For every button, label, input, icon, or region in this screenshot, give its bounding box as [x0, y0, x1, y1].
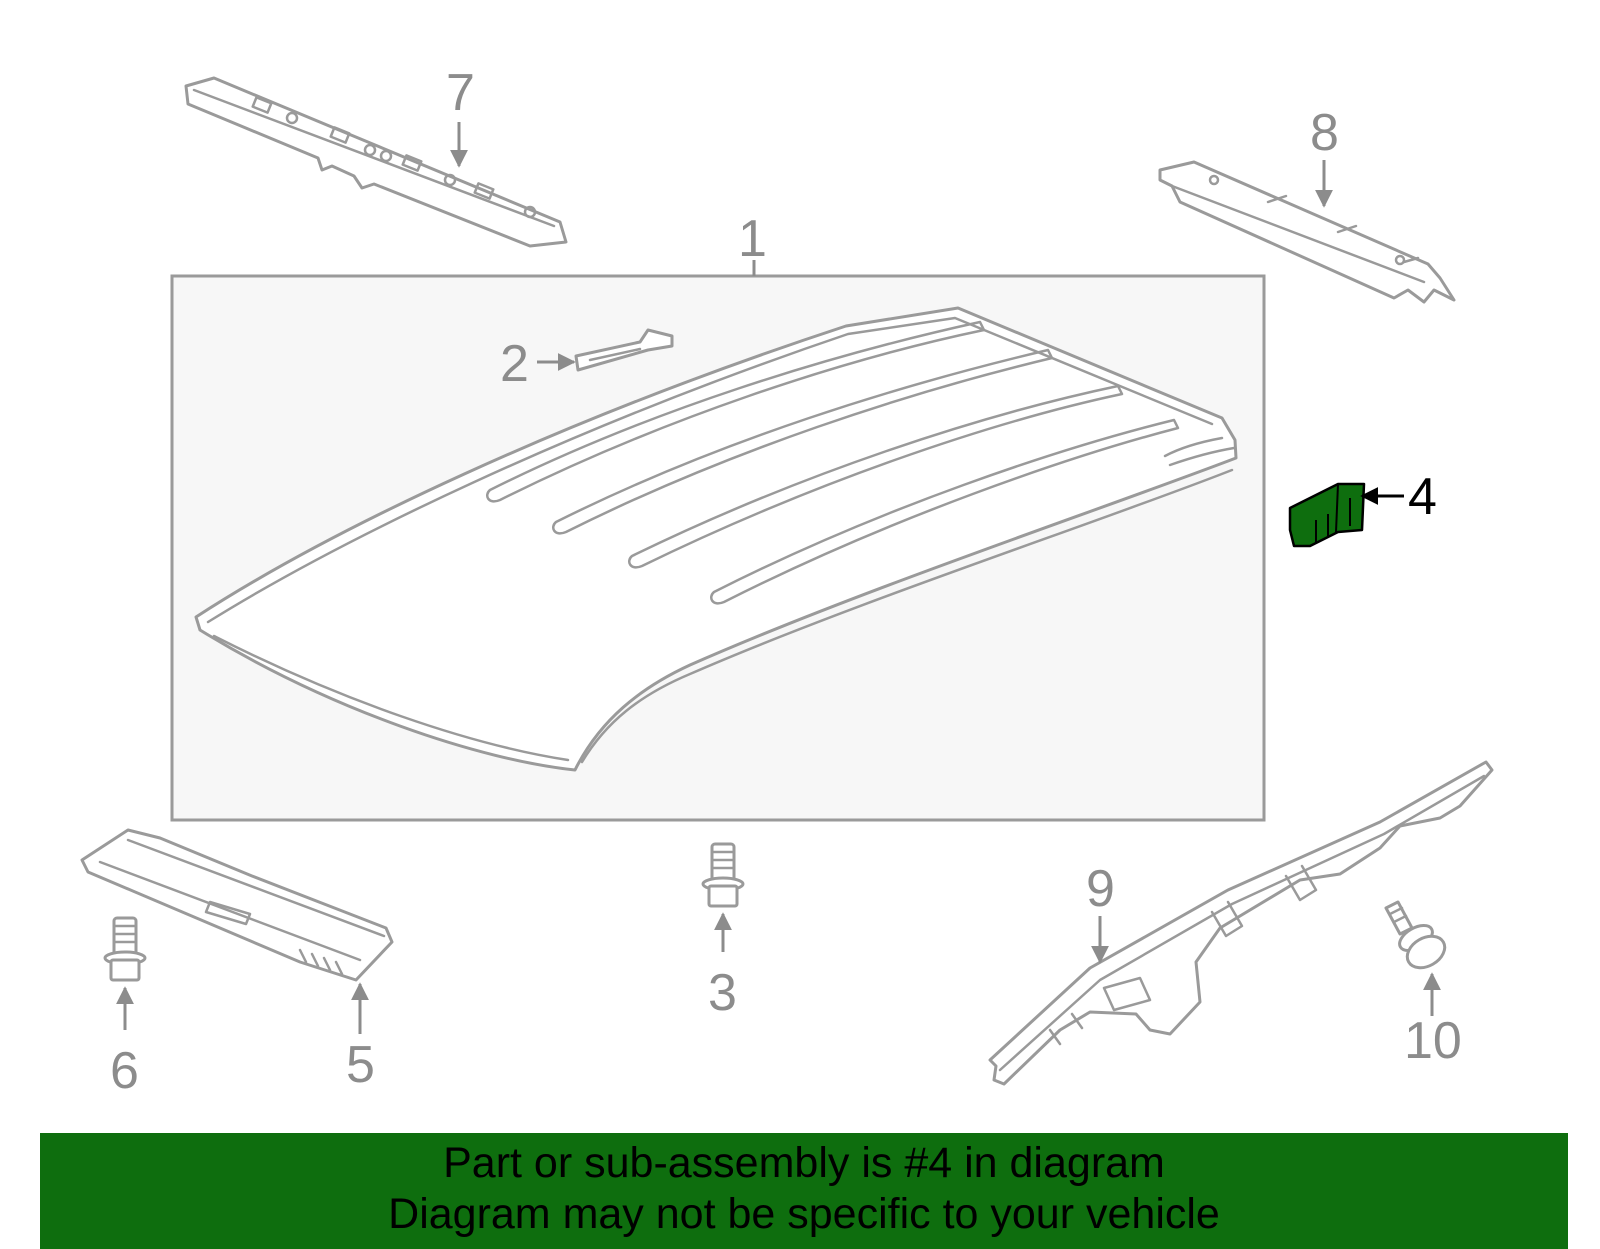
part-9-roof-bow[interactable]	[988, 760, 1494, 1086]
callout-5: 5	[346, 1036, 375, 1094]
part-8-rear-header[interactable]	[1158, 160, 1456, 304]
banner-line-2: Diagram may not be specific to your vehi…	[388, 1190, 1220, 1238]
callout-3: 3	[708, 964, 737, 1022]
part-4-highlighted[interactable]	[1288, 482, 1366, 548]
callout-8: 8	[1310, 104, 1339, 162]
callout-9: 9	[1086, 860, 1115, 918]
callout-1: 1	[738, 210, 767, 268]
callout-6: 6	[110, 1042, 139, 1100]
part-5-roof-bow[interactable]	[80, 828, 394, 982]
part-10-clip[interactable]	[1384, 900, 1450, 974]
info-banner: Part or sub-assembly is #4 in diagram Di…	[40, 1133, 1568, 1249]
part-3-bolt[interactable]	[701, 842, 745, 908]
part-2-bracket[interactable]	[574, 328, 674, 372]
callout-7: 7	[446, 64, 475, 122]
callout-4: 4	[1408, 468, 1437, 526]
banner-line-1: Part or sub-assembly is #4 in diagram	[443, 1139, 1165, 1187]
callout-10: 10	[1404, 1012, 1462, 1070]
roof-panel-group: 1	[170, 210, 1266, 822]
part-6-bolt[interactable]	[103, 916, 147, 982]
roof-panel[interactable]	[194, 306, 1238, 772]
part-7-front-header[interactable]	[184, 76, 568, 248]
callout-2: 2	[500, 335, 529, 393]
